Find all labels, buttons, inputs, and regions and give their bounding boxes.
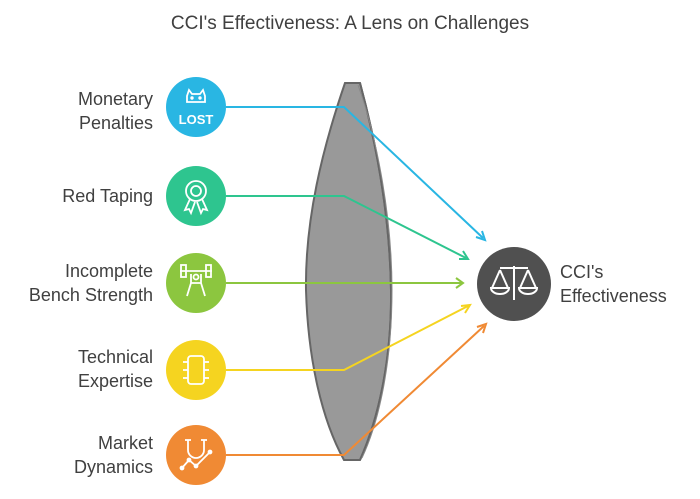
lens-edge	[359, 82, 393, 461]
label-line: Penalties	[78, 113, 153, 133]
label-incomplete-bench-strength: Incomplete Bench Strength	[29, 259, 153, 307]
target-label: CCI's Effectiveness	[560, 260, 667, 308]
lens-rim	[357, 84, 393, 459]
label-monetary-penalties: Monetary Penalties	[78, 87, 153, 135]
label-line: Expertise	[77, 371, 153, 391]
balance-scale-icon	[489, 266, 539, 300]
arrowhead-bench-strength	[455, 277, 465, 289]
arrow-market-dynamics	[226, 325, 485, 456]
target-label-line: Effectiveness	[560, 286, 667, 306]
factor-monetary-penalties: LOST	[166, 77, 226, 137]
arrowhead-monetary-penalties	[475, 230, 487, 242]
arrowhead-red-taping	[459, 250, 470, 260]
arrow-technical-expertise	[226, 305, 469, 371]
factor-circle	[166, 425, 226, 485]
arrow-red-taping	[226, 195, 467, 259]
label-line: Market	[97, 433, 153, 453]
factor-red-taping	[166, 166, 226, 226]
arrow-monetary-penalties	[226, 106, 484, 239]
target-label-line: CCI's	[560, 262, 604, 282]
award-ribbon-icon	[183, 180, 209, 216]
label-red-taping: Red Taping	[62, 184, 153, 208]
label-technical-expertise: Technical Expertise	[78, 345, 153, 393]
weightlifting-icon	[180, 264, 212, 297]
label-market-dynamics: Market Dynamics	[74, 431, 153, 479]
target-cci-effectiveness	[477, 247, 551, 321]
microchip-icon	[183, 355, 209, 385]
arrowhead-technical-expertise	[460, 303, 472, 314]
lens	[304, 82, 393, 461]
factor-market-dynamics	[166, 425, 226, 485]
lost-icon-text: LOST	[179, 112, 214, 127]
arrowhead-market-dynamics	[476, 322, 488, 334]
connector-arrows	[226, 106, 488, 456]
label-line: Incomplete	[64, 261, 153, 281]
label-line: Red Taping	[62, 186, 153, 206]
factor-circle	[166, 340, 226, 400]
magnet-chart-icon	[179, 439, 213, 471]
diagram-title: CCI's Effectiveness: A Lens on Challenge…	[170, 13, 530, 34]
lost-icon	[186, 88, 206, 103]
label-line: Monetary	[77, 89, 153, 109]
label-line: Dynamics	[73, 457, 153, 477]
factor-incomplete-bench-strength	[166, 253, 226, 313]
factor-circle	[166, 77, 226, 137]
label-line: Bench Strength	[28, 285, 153, 305]
label-line: Technical	[77, 347, 153, 367]
factor-technical-expertise	[166, 340, 226, 400]
